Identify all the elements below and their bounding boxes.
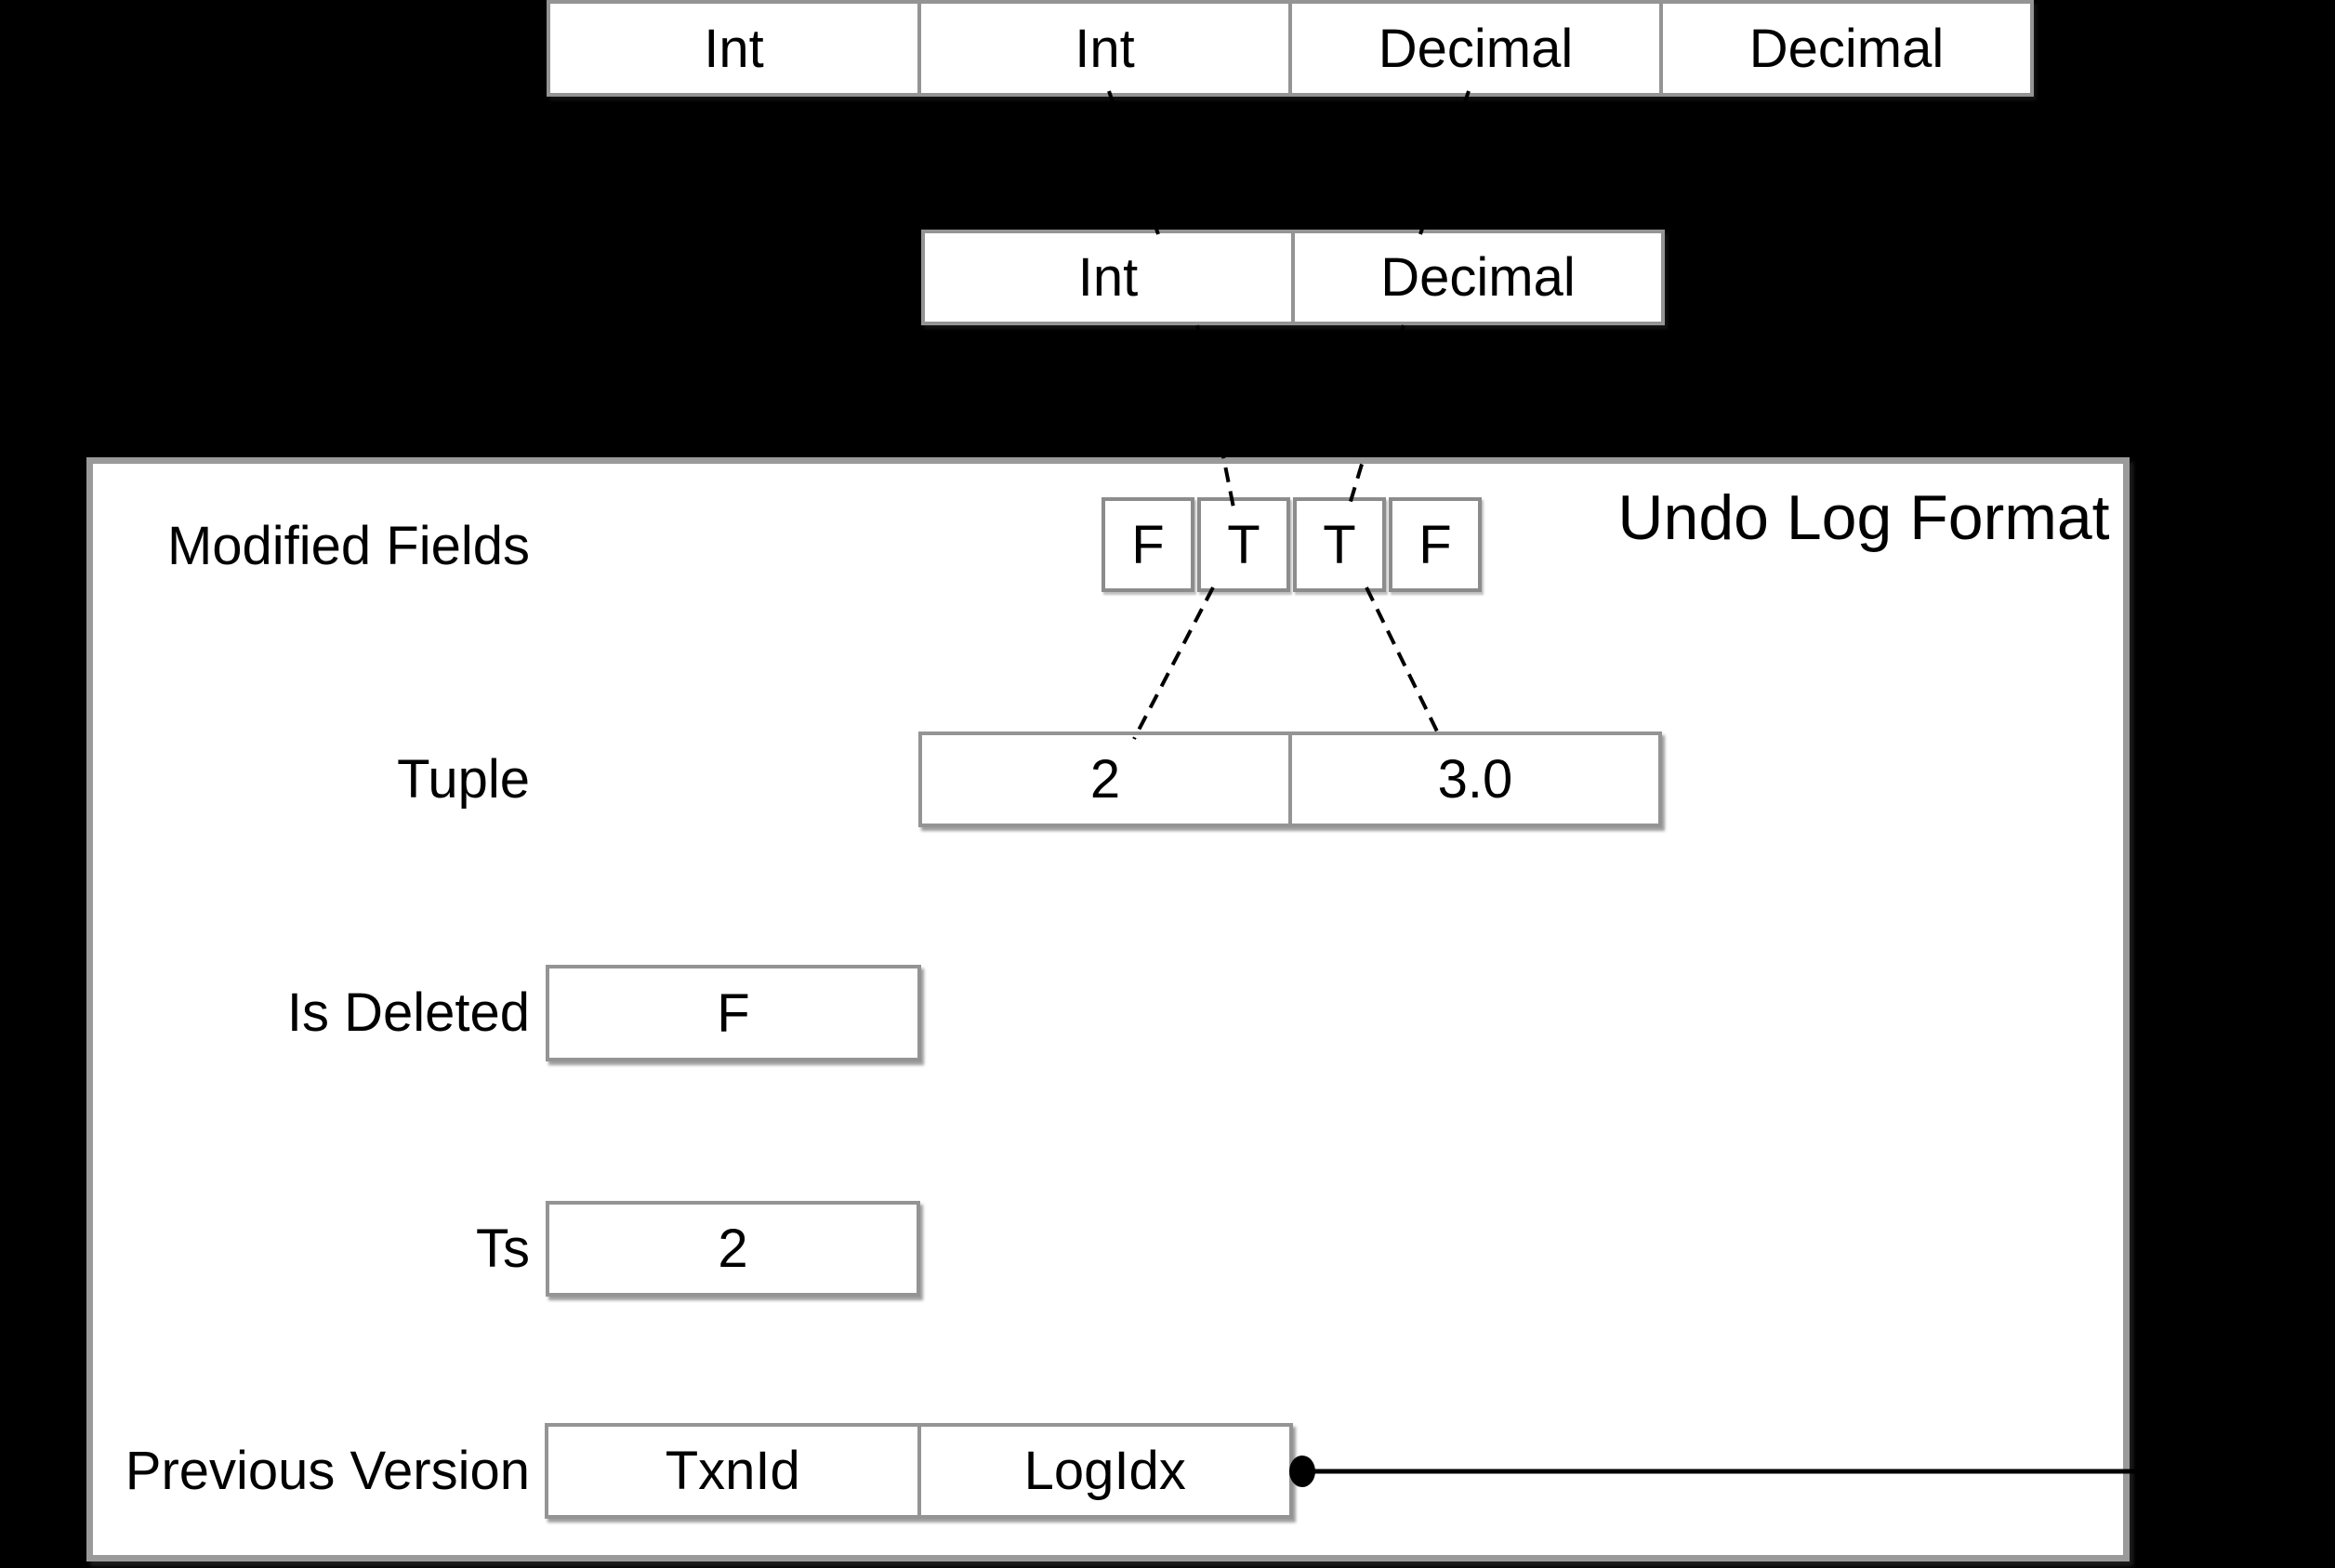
previous-version-label: Previous Version	[125, 1441, 530, 1501]
undo-log-title: Undo Log Format	[1617, 482, 2110, 553]
tuple-row: 2 3.0	[918, 731, 1662, 827]
dashed-connector-schema-to-delta-left	[1107, 90, 1160, 235]
previous-version-cell-txnid: TxnId	[548, 1427, 917, 1515]
previous-version-row: TxnId LogIdx	[545, 1423, 1293, 1519]
modified-field-cell-1: F	[1102, 497, 1194, 592]
modified-field-cell-4: F	[1389, 497, 1482, 592]
schema-cell-3: Decimal	[1288, 4, 1659, 93]
delta-row: Int Decimal	[921, 230, 1665, 325]
ts-cell: 2	[549, 1205, 917, 1293]
schema-cell-1: Int	[550, 4, 917, 93]
modified-field-cell-3: T	[1293, 497, 1386, 592]
schema-cell-2: Int	[917, 4, 1288, 93]
ts-row: 2	[546, 1201, 920, 1297]
previous-version-cell-logidx: LogIdx	[917, 1427, 1289, 1515]
tuple-cell-2: 3.0	[1288, 735, 1658, 824]
is-deleted-row: F	[546, 965, 921, 1061]
is-deleted-cell: F	[549, 968, 917, 1058]
tuple-label: Tuple	[397, 749, 530, 810]
schema-cell-4: Decimal	[1659, 4, 2030, 93]
schema-row: Int Int Decimal Decimal	[547, 0, 2034, 97]
is-deleted-label: Is Deleted	[286, 982, 530, 1043]
delta-cell-1: Int	[925, 233, 1291, 322]
dashed-connector-schema-to-delta-right	[1418, 90, 1471, 235]
tuple-cell-1: 2	[922, 735, 1288, 824]
delta-cell-2: Decimal	[1291, 233, 1661, 322]
undo-log-box	[86, 457, 2130, 1561]
modified-fields-label: Modified Fields	[166, 516, 530, 576]
ts-label: Ts	[476, 1219, 530, 1279]
modified-fields-cells: F T T F	[1102, 497, 1482, 592]
modified-field-cell-2: T	[1197, 497, 1290, 592]
